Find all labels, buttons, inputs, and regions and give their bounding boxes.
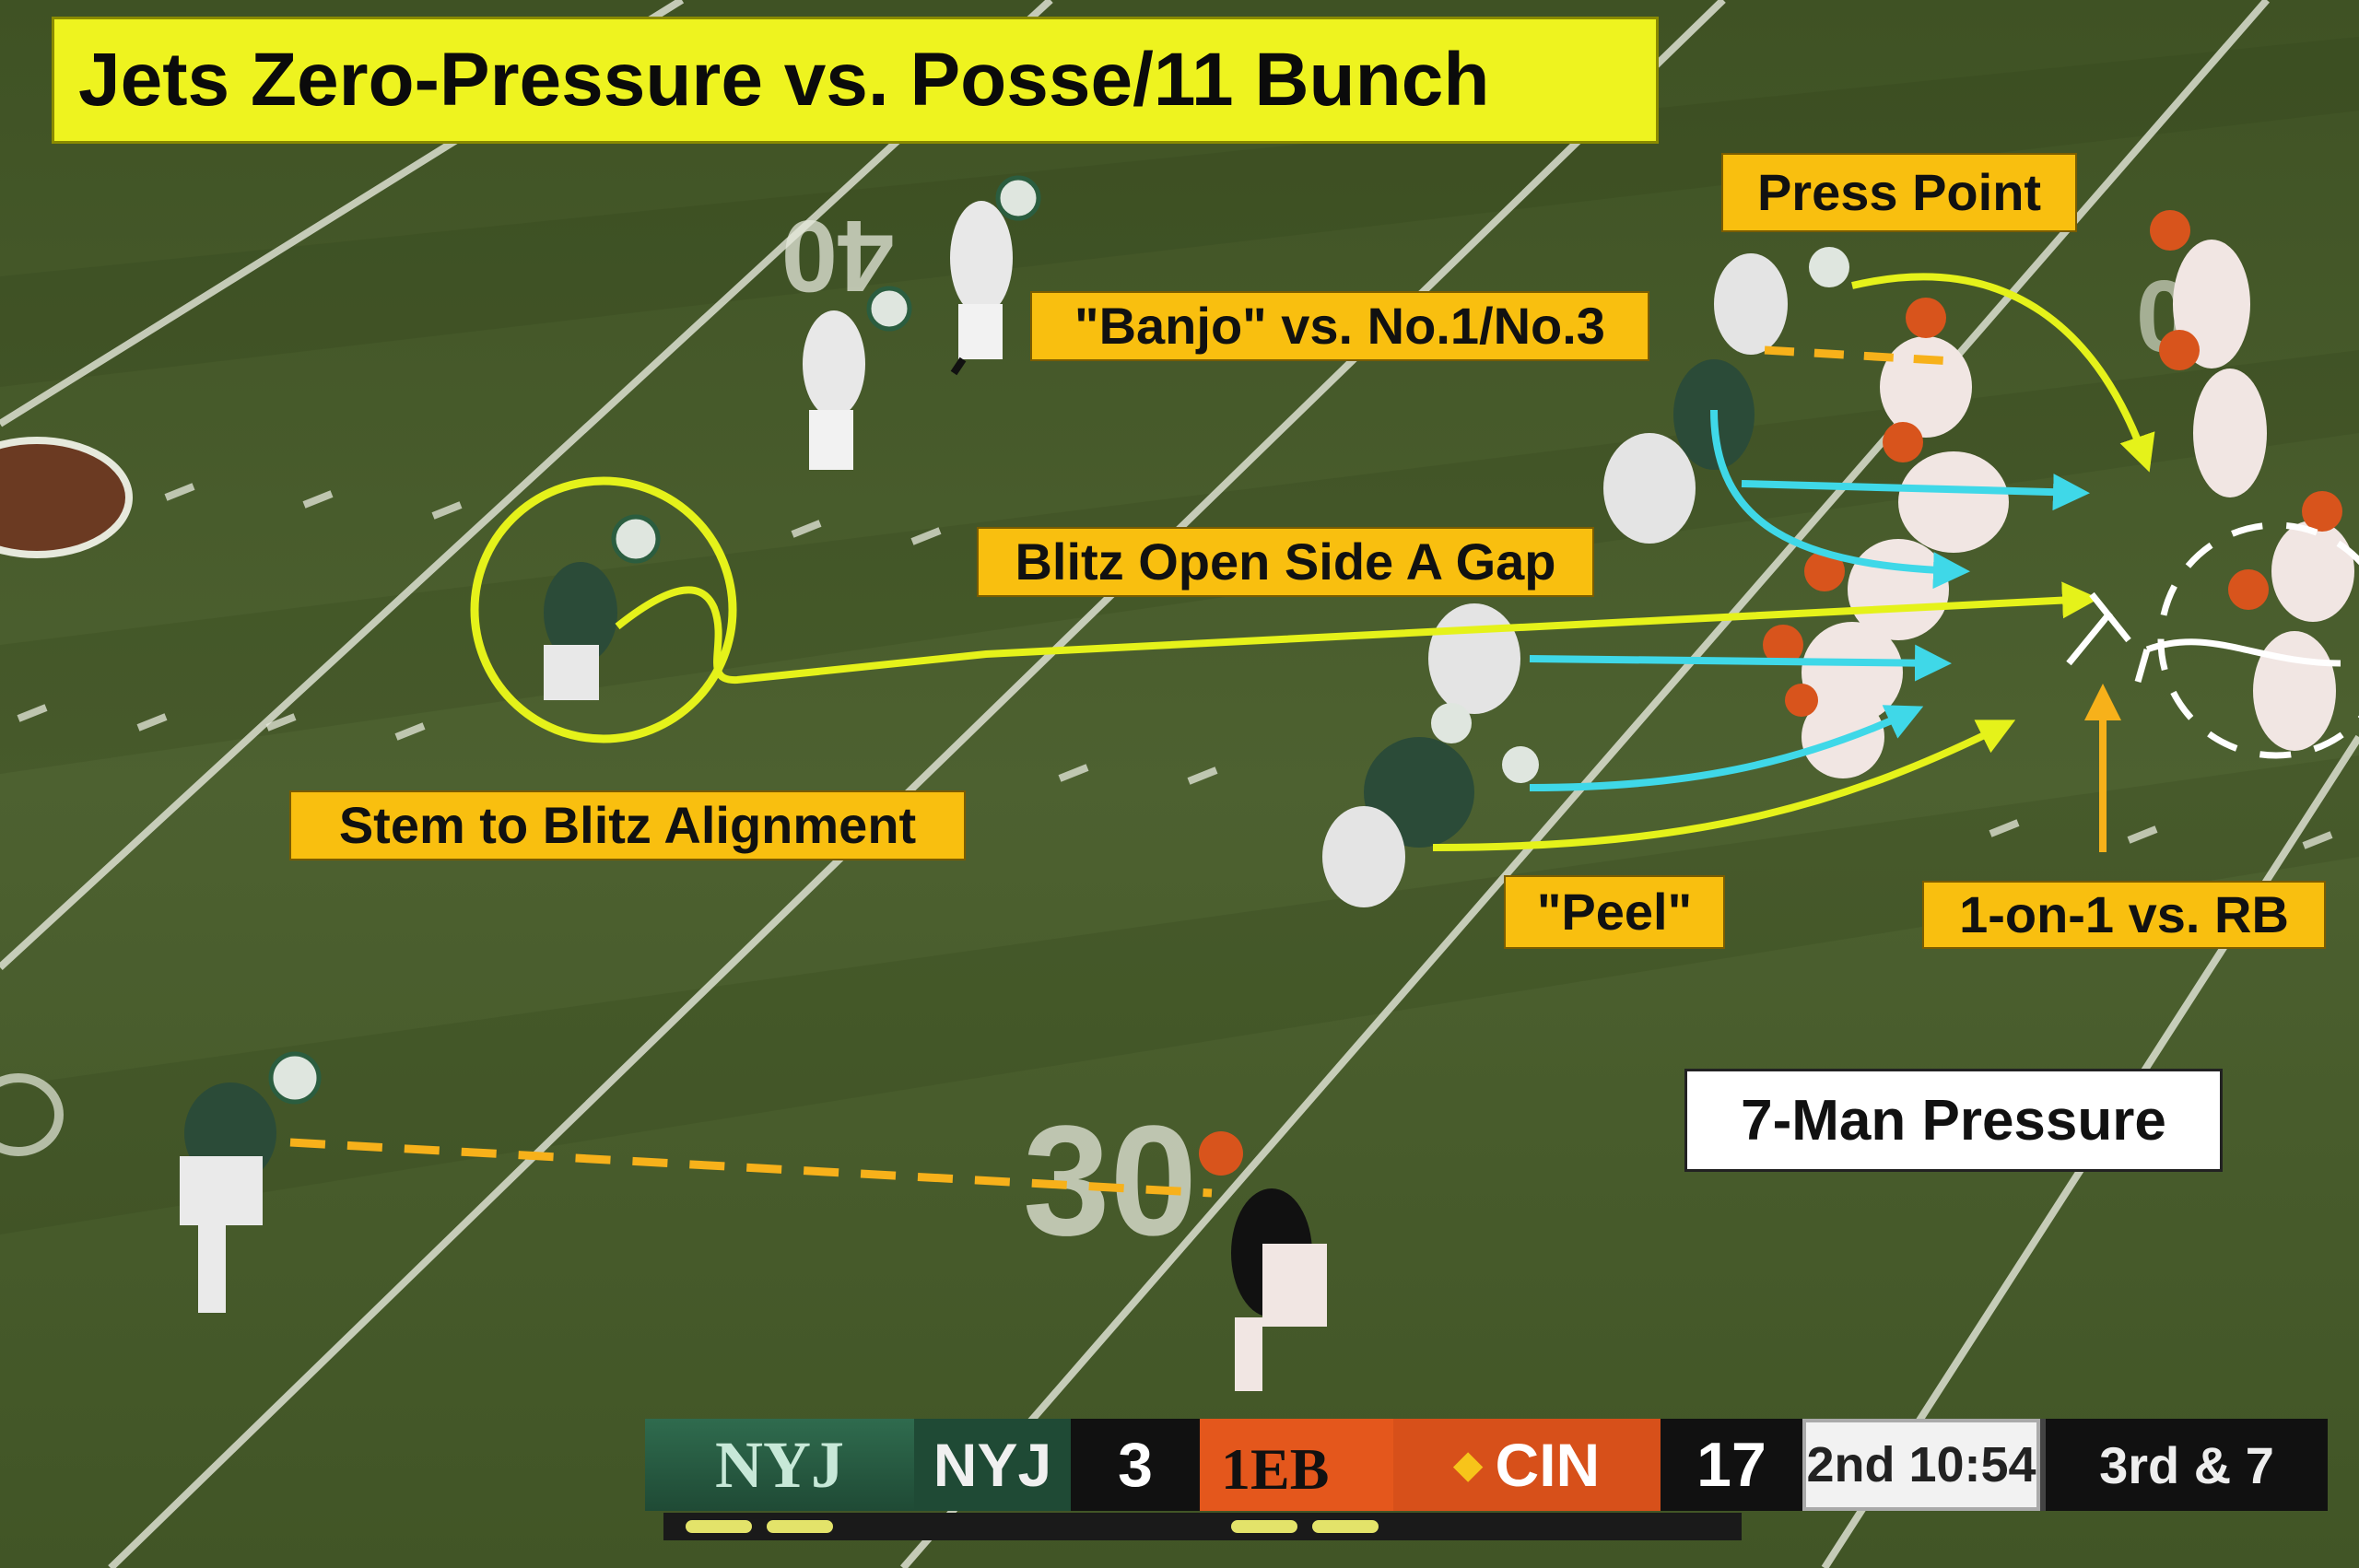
bengals-logo-icon: 1EB [1221,1436,1329,1502]
timeout-indicator [686,1520,752,1533]
rush-arrow-1 [1741,474,2090,511]
banjo-dash-line [1764,345,1954,366]
jets-defender-deep-2 [803,286,912,470]
slide-title: Jets Zero-Pressure vs. Posse/11 Bunch [52,17,1659,144]
label-peel: "Peel" [1504,875,1725,949]
jets-players [180,175,1849,1313]
away-score: 3 [1071,1419,1200,1511]
corner-dash-line [289,1138,1213,1198]
possession-icon: ◆ [1453,1445,1483,1485]
label-one-on-one: 1-on-1 vs. RB [1922,881,2326,949]
timeouts-bar [663,1513,1742,1540]
blitzer-circle [470,476,737,743]
home-team-label: CIN [1495,1431,1601,1499]
jets-logo: NYJ [645,1419,914,1511]
label-press-point: Press Point [1721,153,2077,232]
label-blitz-a-gap: Blitz Open Side A Gap [977,527,1594,597]
away-team: NYJ [914,1419,1071,1511]
press-point-arrow [1851,273,2155,473]
scorebug: NYJ NYJ 3 1EB ◆ CIN 17 2nd 10:54 3rd & 7 [645,1419,2328,1511]
rush-arrow-4 [1529,705,1924,791]
down-distance: 3rd & 7 [2040,1419,2328,1511]
home-score: 17 [1661,1419,1802,1511]
timeout-indicator [1231,1520,1297,1533]
jets-corner [180,1051,322,1313]
bengals-offensive-line [1763,298,2009,778]
jets-blitzer-stem [544,514,661,700]
home-team: ◆ CIN [1393,1419,1661,1511]
game-clock: 2nd 10:54 [1802,1419,2040,1511]
bengals-wide-receiver [1199,1131,1327,1391]
bengals-logo: 1EB [1200,1419,1393,1511]
bengals-players [1199,210,2354,1391]
timeout-indicator [1312,1520,1379,1533]
sideline-mark [0,1073,64,1156]
rush-arrow-2 [1710,409,1970,590]
label-banjo: "Banjo" vs. No.1/No.3 [1030,291,1649,361]
midfield-logo [0,437,133,558]
timeout-indicator [767,1520,833,1533]
rush-arrow-3 [1529,644,1952,682]
hash-marks [17,483,2333,849]
label-seven-man-pressure: 7-Man Pressure [1684,1069,2223,1172]
rb-protection-marks [2066,521,2359,759]
svg-text:1EB: 1EB [1221,1436,1329,1502]
blitz-a-gap-arrow [615,581,2099,685]
bengals-receivers [2150,210,2267,497]
jets-defender-deep-1 [950,175,1041,376]
peel-arrow [1432,720,2016,851]
label-stem: Stem to Blitz Alignment [289,790,966,860]
